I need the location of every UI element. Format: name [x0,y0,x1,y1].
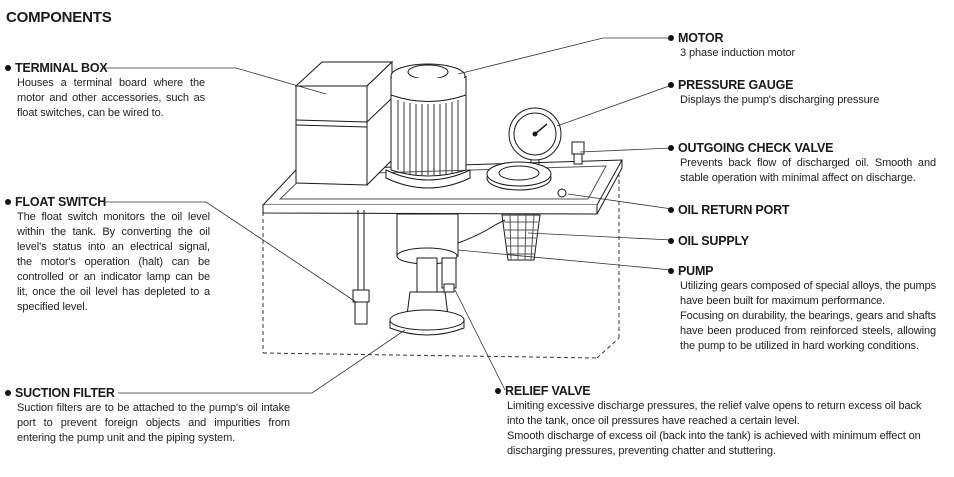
callout-desc: The float switch monitors the oil level … [17,211,210,313]
bullet-dot [668,145,674,151]
callout-title: RELIEF VALVE [505,384,591,398]
callout-desc: 3 phase induction motor [680,47,796,59]
callout-title: SUCTION FILTER [15,386,115,400]
pressure-gauge-illustration [508,107,562,170]
callout-title: OIL RETURN PORT [678,203,790,217]
callout-pressure-gauge: PRESSURE GAUGE Displays the pump's disch… [668,78,928,108]
callout-title: OIL SUPPLY [678,234,749,248]
callout-motor: MOTOR 3 phase induction motor [668,31,928,61]
bullet-dot [668,35,674,41]
bullet-dot [5,65,11,71]
callout-oil-supply: OIL SUPPLY [668,234,928,249]
callout-desc: Suction filters are to be attached to th… [17,402,290,444]
callout-outgoing-check-valve: OUTGOING CHECK VALVE Prevents back flow … [668,141,936,186]
terminal-box [294,60,394,187]
return-port [557,188,567,198]
callout-desc: Smooth discharge of excess oil (back int… [507,430,921,457]
callout-suction-filter: SUCTION FILTER Suction filters are to be… [5,386,290,446]
callout-oil-return-port: OIL RETURN PORT [668,203,928,218]
bullet-dot [668,268,674,274]
callout-relief-valve: RELIEF VALVE Limiting excessive discharg… [495,384,937,459]
suction-filter-illustration [389,291,465,336]
callout-desc: Utilizing gears composed of special allo… [680,280,936,307]
callout-title: OUTGOING CHECK VALVE [678,141,834,155]
callout-pump: PUMP Utilizing gears composed of special… [668,264,936,354]
callout-title: PUMP [678,264,714,278]
strainer-basket [501,214,541,261]
bullet-dot [5,390,11,396]
callout-desc: Houses a terminal board where the motor … [17,77,205,119]
pump-body [396,213,459,293]
filler-cap [486,161,552,191]
float-switch-illustration [352,210,370,325]
callout-desc: Limiting excessive discharge pressures, … [507,400,922,427]
callout-desc: Prevents back flow of discharged oil. Sm… [680,157,936,184]
supply-pipe [457,219,506,244]
motor-illustration [385,63,471,189]
page-title: COMPONENTS [6,9,112,26]
bullet-dot [668,207,674,213]
callout-title: PRESSURE GAUGE [678,78,794,92]
callout-title: FLOAT SWITCH [15,195,107,209]
callout-terminal-box: TERMINAL BOX Houses a terminal board whe… [5,61,205,121]
callout-desc: Focusing on durability, the bearings, ge… [680,310,936,352]
callout-title: TERMINAL BOX [15,61,108,75]
bullet-dot [5,199,11,205]
callout-desc: Displays the pump's discharging pressure [680,94,880,106]
bullet-dot [668,82,674,88]
bullet-dot [495,388,501,394]
callout-float-switch: FLOAT SWITCH The float switch monitors t… [5,195,210,315]
bullet-dot [668,238,674,244]
callout-title: MOTOR [678,31,724,45]
check-valve-illustration [571,141,585,165]
